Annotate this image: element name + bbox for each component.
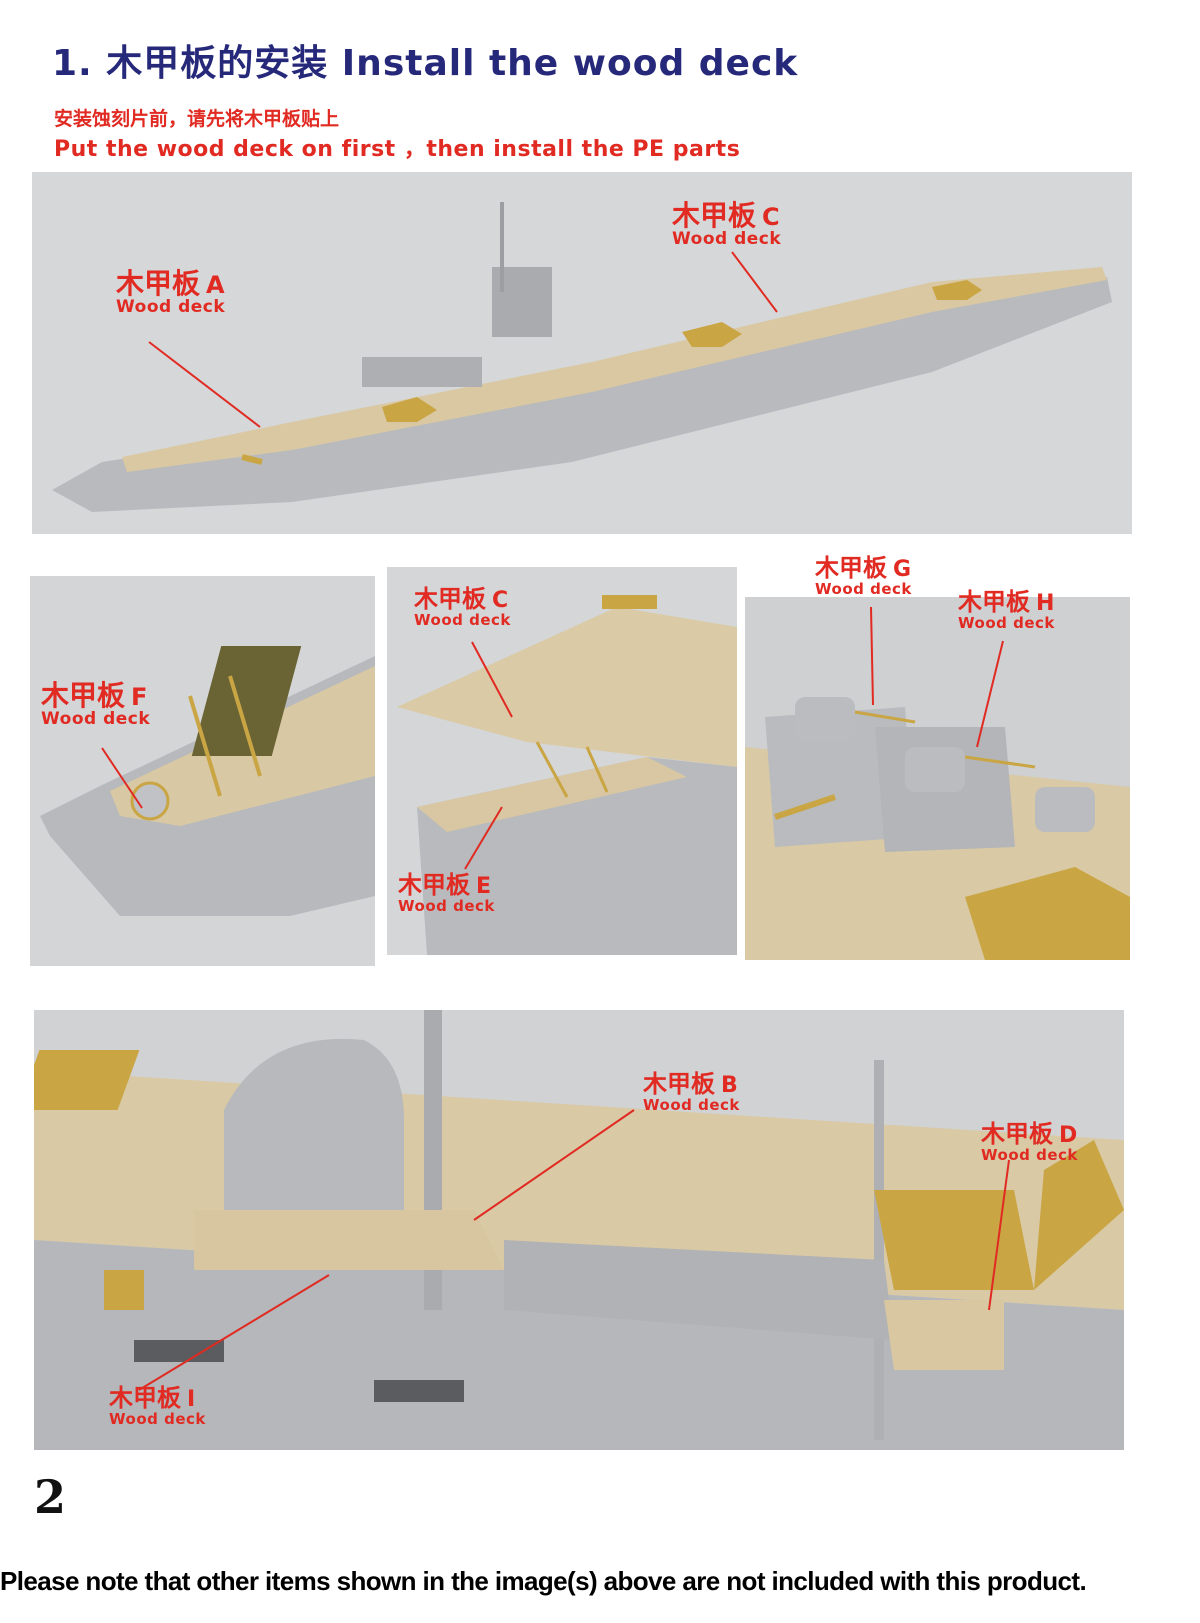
label-zh: 木甲板 <box>398 871 470 899</box>
disclaimer-note: Please note that other items shown in th… <box>0 1566 1087 1596</box>
label-letter-f: F <box>131 683 148 711</box>
label-en: Wood deck <box>958 614 1055 632</box>
label-letter-c: C <box>492 588 509 613</box>
label-letter-c: C <box>762 203 780 231</box>
label-en: Wood deck <box>41 709 151 729</box>
label-en: Wood deck <box>672 229 782 249</box>
label-zh: 木甲板 <box>981 1120 1053 1148</box>
page-number: 2 <box>34 1470 67 1524</box>
label-en: Wood deck <box>398 897 495 915</box>
label-zh: 木甲板 <box>672 199 757 232</box>
label-zh: 木甲板 <box>815 554 887 582</box>
page-title: 1. 木甲板的安装 Install the wood deck <box>52 43 799 84</box>
label-zh: 木甲板 <box>109 1384 181 1412</box>
label-zh: 木甲板 <box>958 588 1030 616</box>
label-letter-h: H <box>1036 591 1055 616</box>
label-zh: 木甲板 <box>643 1070 715 1098</box>
label-zh: 木甲板 <box>414 585 486 613</box>
label-letter-a: A <box>206 271 225 299</box>
label-en: Wood deck <box>981 1146 1078 1164</box>
label-en: Wood deck <box>116 297 226 317</box>
label-zh: 木甲板 <box>116 267 201 300</box>
label-letter-i: I <box>187 1387 196 1412</box>
instruction-en: Put the wood deck on first ，then install… <box>54 137 741 162</box>
label-zh: 木甲板 <box>41 679 126 712</box>
label-letter-e: E <box>476 874 492 899</box>
label-en: Wood deck <box>414 611 511 629</box>
photo-gun-mounts-detail <box>745 597 1130 960</box>
label-en: Wood deck <box>815 580 912 598</box>
label-en: Wood deck <box>643 1096 740 1114</box>
instruction-zh: 安装蚀刻片前，请先将木甲板贴上 <box>54 108 340 130</box>
label-letter-b: B <box>721 1073 738 1098</box>
label-en: Wood deck <box>109 1410 206 1428</box>
label-letter-d: D <box>1059 1123 1078 1148</box>
label-letter-g: G <box>893 557 912 582</box>
